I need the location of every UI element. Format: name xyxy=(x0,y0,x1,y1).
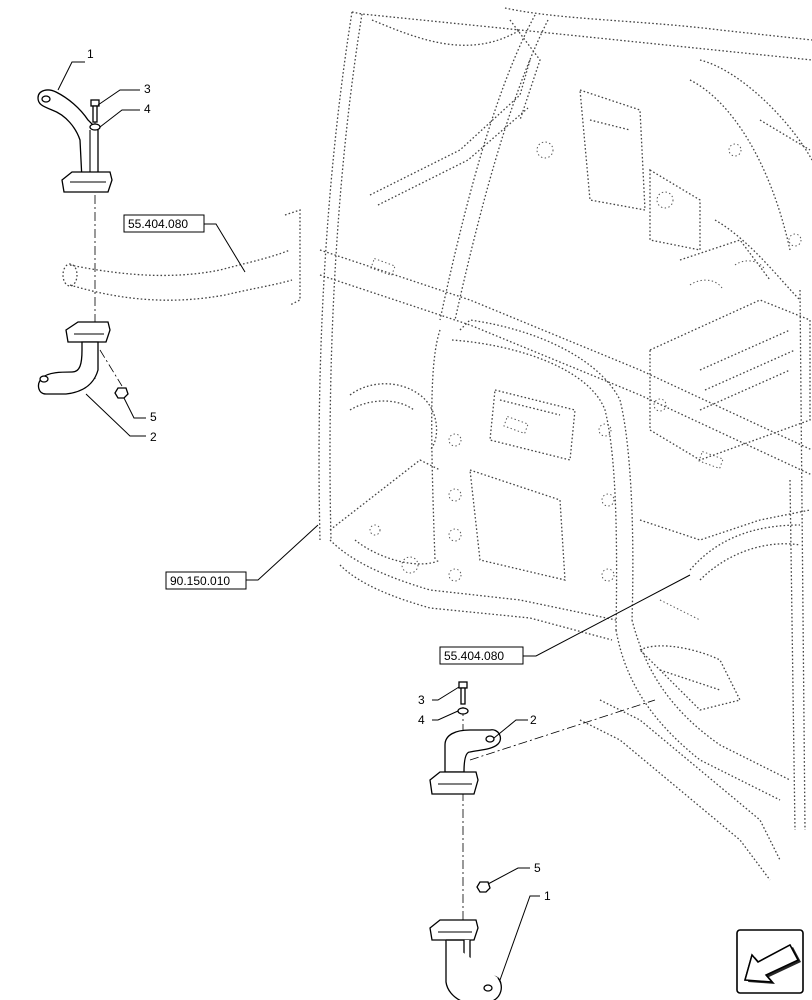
bolt-part-3 xyxy=(90,99,100,123)
cab-frame-ghost xyxy=(318,7,812,881)
bolt-part-3-bottom xyxy=(458,681,468,705)
bottom-callouts: 3 4 2 5 1 xyxy=(418,686,551,981)
view-direction-arrow-icon xyxy=(736,929,804,994)
upper-clamp-part-2-bottom xyxy=(429,729,502,795)
callout-top-1: 1 xyxy=(87,47,94,61)
callout-bottom-5: 5 xyxy=(534,861,541,875)
callout-bottom-4: 4 xyxy=(418,713,425,727)
top-assembly xyxy=(37,89,301,399)
nut-part-5 xyxy=(114,387,129,399)
callout-top-2: 2 xyxy=(150,430,157,444)
nut-part-5-bottom xyxy=(476,881,491,893)
callout-top-5: 5 xyxy=(150,410,157,424)
top-callouts: 1 3 4 5 2 xyxy=(57,47,157,444)
lower-clamp-part-1-bottom xyxy=(429,919,502,1000)
ref-box-cab: 90.150.010 xyxy=(165,524,319,590)
ref-text-cab: 90.150.010 xyxy=(170,574,230,588)
callout-bottom-3: 3 xyxy=(418,693,425,707)
ref-box-hose-top: 55.404.080 xyxy=(123,214,246,273)
bottom-assembly xyxy=(429,681,656,1000)
ref-text-hose-top: 55.404.080 xyxy=(128,217,188,231)
callout-top-4: 4 xyxy=(144,102,151,116)
callout-bottom-1: 1 xyxy=(544,889,551,903)
callout-top-3: 3 xyxy=(144,82,151,96)
washer-part-4-bottom xyxy=(457,707,469,715)
washer-part-4 xyxy=(89,123,101,131)
lower-clamp-part-2 xyxy=(37,321,111,395)
ref-text-hose-bottom: 55.404.080 xyxy=(444,649,504,663)
callout-bottom-2: 2 xyxy=(530,713,537,727)
upper-clamp-part-1 xyxy=(37,89,113,193)
ref-box-hose-bottom: 55.404.080 xyxy=(439,574,691,665)
